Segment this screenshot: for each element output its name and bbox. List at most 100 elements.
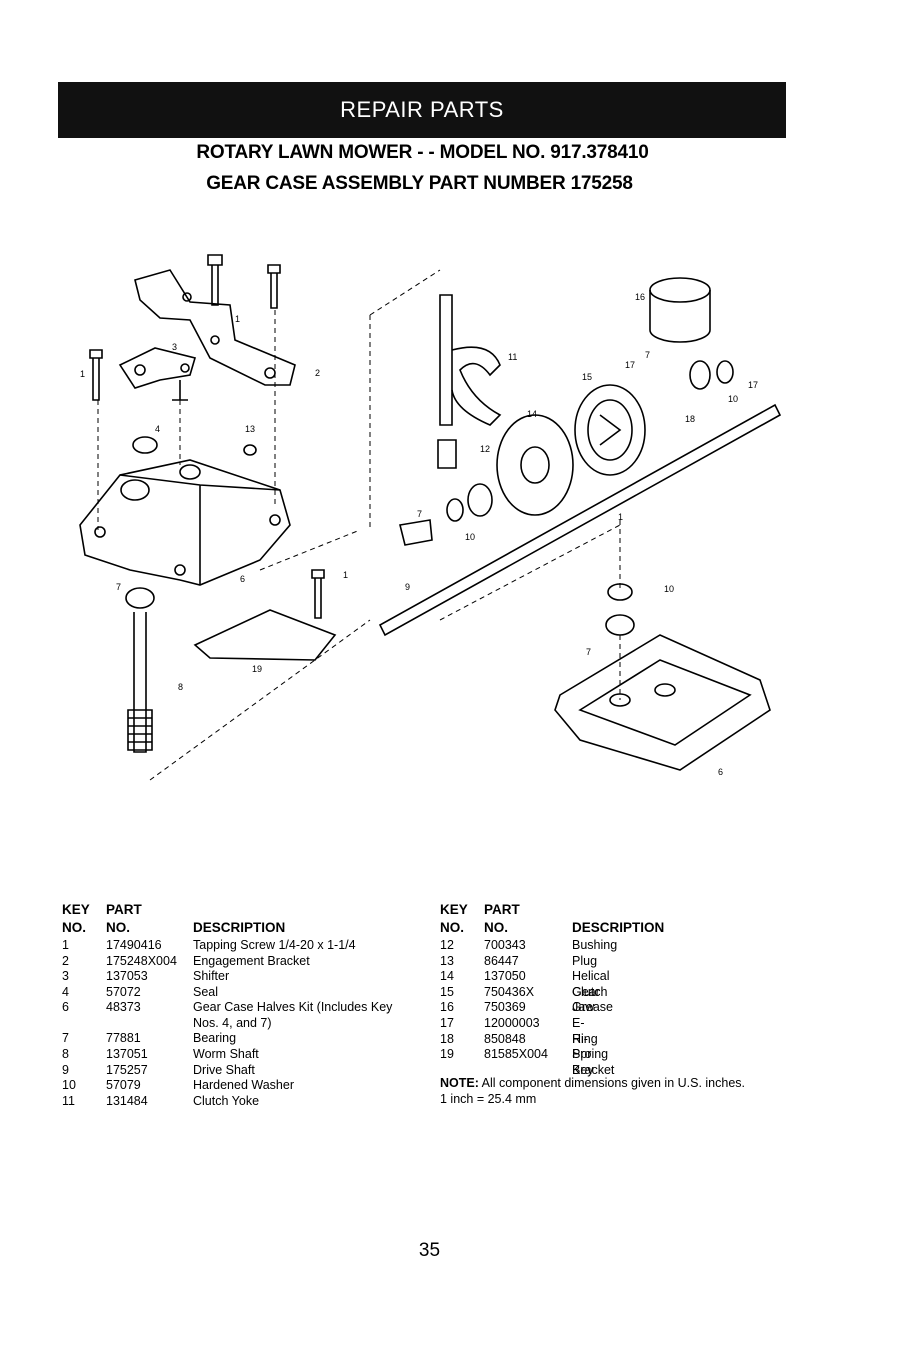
key-number: 2 <box>62 953 69 968</box>
svg-text:17: 17 <box>625 360 635 370</box>
seal-drawing <box>132 436 158 454</box>
svg-text:7: 7 <box>645 350 650 360</box>
part-description: Tapping Screw 1/4-20 x 1-1/4 <box>193 938 356 952</box>
svg-text:10: 10 <box>465 532 475 542</box>
key-number: 3 <box>62 969 69 984</box>
svg-text:10: 10 <box>728 394 738 404</box>
part-description: Plug <box>572 953 598 968</box>
note-label: NOTE: <box>440 1076 479 1090</box>
shifter-drawing <box>118 347 197 401</box>
e-ring-drawing <box>689 360 711 390</box>
part-number: 137051 <box>106 1046 148 1061</box>
svg-text:10: 10 <box>664 584 674 594</box>
svg-text:3: 3 <box>172 342 177 352</box>
svg-text:13: 13 <box>245 424 255 434</box>
key-number: 11 <box>62 1093 75 1108</box>
note-text: All component dimensions given in U.S. i… <box>478 1076 746 1090</box>
part-number: 175257 <box>106 1062 148 1077</box>
key-number: 6 <box>62 1000 69 1015</box>
part-number: 48373 <box>106 1000 141 1015</box>
part-description: Worm Shaft <box>193 1046 259 1061</box>
part-number: 137050 <box>484 969 526 984</box>
repair-parts-banner: REPAIR PARTS <box>58 82 786 138</box>
svg-text:7: 7 <box>116 582 121 592</box>
key-number: 1 <box>62 938 69 952</box>
part-number: 750436X <box>484 984 535 999</box>
svg-text:12: 12 <box>480 444 490 454</box>
key-number: 9 <box>62 1062 69 1077</box>
part-description: Seal <box>193 984 219 999</box>
key-number: 13 <box>440 953 454 968</box>
part-number: 175248X004 <box>106 953 177 968</box>
svg-text:7: 7 <box>417 509 422 519</box>
svg-text:7: 7 <box>586 647 591 657</box>
part-description: Spring Bracket <box>572 1047 615 1077</box>
part-number: 137053 <box>106 969 148 984</box>
key-number: 18 <box>440 1031 454 1046</box>
key-number: 8 <box>62 1046 69 1061</box>
gear-case-left-drawing <box>79 459 291 586</box>
part-number: 77881 <box>106 1031 141 1046</box>
svg-text:15: 15 <box>582 372 592 382</box>
engagement-bracket-drawing <box>134 269 296 386</box>
plug-drawing <box>243 444 257 456</box>
svg-text:1: 1 <box>80 369 85 379</box>
part-description: Bearing <box>193 1031 237 1046</box>
part-number: 750369 <box>484 1000 526 1015</box>
svg-text:1: 1 <box>343 570 348 580</box>
key-number: 16 <box>440 1000 454 1015</box>
part-description: Drive Shaft <box>193 1062 255 1077</box>
part-description: Bushing <box>572 938 618 952</box>
svg-text:16: 16 <box>635 292 645 302</box>
part-number: 86447 <box>484 953 519 968</box>
svg-text:1: 1 <box>235 314 240 324</box>
spring-bracket-drawing <box>193 609 337 661</box>
svg-text:8: 8 <box>178 682 183 692</box>
helical-gear-drawing <box>496 414 574 516</box>
assembly-subtitle: GEAR CASE ASSEMBLY PART NUMBER 175258 <box>206 173 633 194</box>
clutch-yoke-drawing <box>437 294 502 469</box>
page-number: 35 <box>418 1240 441 1261</box>
svg-text:2: 2 <box>315 368 320 378</box>
svg-text:9: 9 <box>405 582 410 592</box>
gear-case-right-drawing <box>554 634 771 771</box>
part-description: E-Ring <box>572 1015 598 1046</box>
part-number: 17490416 <box>106 938 162 952</box>
svg-text:17: 17 <box>748 380 758 390</box>
part-description: Clutch Yoke <box>193 1093 260 1108</box>
model-subtitle: ROTARY LAWN MOWER - - MODEL NO. 917.3784… <box>196 142 649 163</box>
key-number: 7 <box>62 1031 69 1046</box>
note-conversion: 1 inch = 25.4 mm <box>440 1091 537 1106</box>
key-number: 17 <box>440 1015 454 1030</box>
worm-shaft-drawing <box>127 612 153 753</box>
clutch-jaw-drawing <box>574 384 646 476</box>
svg-text:19: 19 <box>252 664 262 674</box>
part-description: Clutch Jaw <box>572 984 608 1015</box>
part-description: Grease <box>572 1000 613 1015</box>
part-description: Gear Case Halves Kit (Includes Key Nos. … <box>193 1000 393 1030</box>
key-number: 10 <box>62 1078 76 1093</box>
part-description: Helical Gear <box>572 969 610 999</box>
part-number: 700343 <box>484 938 526 952</box>
part-description: Shifter <box>193 969 230 984</box>
grease-drawing <box>649 277 711 343</box>
tapping-screws-drawing <box>89 254 325 619</box>
part-number: 131484 <box>106 1093 148 1108</box>
part-description: Hardened Washer <box>193 1078 294 1093</box>
part-number: 850848 <box>484 1031 526 1046</box>
key-number: 19 <box>440 1047 454 1062</box>
drive-shaft-drawing <box>378 403 782 637</box>
dimensions-note: NOTE: All component dimensions given in … <box>440 1076 745 1107</box>
svg-text:18: 18 <box>685 414 695 424</box>
key-number: 14 <box>440 969 454 984</box>
svg-text:1: 1 <box>618 512 623 522</box>
part-number: 57079 <box>106 1078 141 1093</box>
svg-text:11: 11 <box>508 352 517 362</box>
bearing-drawing <box>125 587 155 609</box>
svg-text:4: 4 <box>155 424 160 434</box>
part-number: 12000003 <box>484 1015 540 1030</box>
key-number: 15 <box>440 984 454 999</box>
hardened-washer-drawing <box>467 483 493 517</box>
svg-text:14: 14 <box>527 409 537 419</box>
